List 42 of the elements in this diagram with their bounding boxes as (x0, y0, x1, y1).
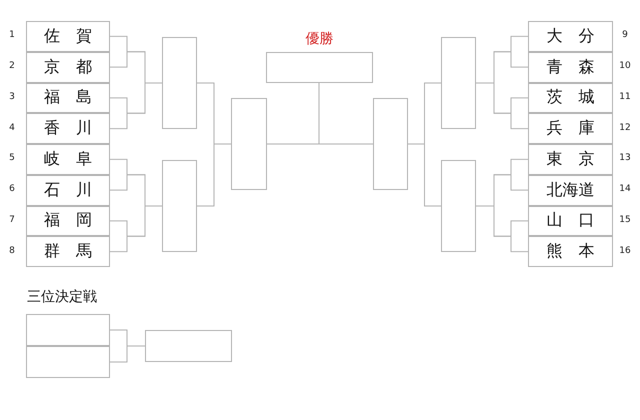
seed-number: 15 (618, 214, 632, 225)
team-box: 福岡 (26, 206, 110, 236)
seed-number: 8 (8, 246, 16, 256)
bracket-line (196, 144, 232, 206)
team-box: 石川 (26, 174, 110, 206)
seed-number: 10 (618, 61, 632, 72)
team-box: 福島 (26, 82, 110, 114)
seed-number: 6 (8, 184, 16, 194)
bracket-line (476, 82, 528, 130)
team-box: 東京 (528, 144, 613, 175)
bracket-line (408, 144, 442, 206)
bracket-line (476, 206, 528, 252)
team-box: 岐阜 (26, 144, 110, 175)
section-heading: 三位決定戦 (27, 288, 97, 306)
seed-number: 7 (8, 214, 16, 225)
team-box: 熊本 (528, 236, 613, 267)
seed-number: 16 (618, 246, 632, 256)
bracket-line (110, 206, 162, 252)
seed-number: 2 (8, 61, 16, 72)
team-box: 北海道 (528, 174, 613, 206)
team-box: 大分 (528, 21, 613, 52)
team-box: 兵庫 (528, 113, 613, 144)
seed-number: 4 (8, 122, 16, 133)
bracket-line (110, 346, 146, 362)
bracket-line (110, 82, 162, 130)
team-box: 香川 (26, 113, 110, 144)
seed-number: 13 (618, 153, 632, 164)
seed-number: 1 (8, 30, 16, 40)
team-box: 茨城 (528, 82, 613, 114)
bracket-line (318, 82, 374, 144)
seed-number: 14 (618, 184, 632, 194)
seed-number: 11 (618, 92, 632, 102)
seed-number: 5 (8, 153, 16, 164)
team-box: 群馬 (26, 236, 110, 267)
seed-number: 12 (618, 122, 632, 133)
team-box: 山口 (528, 206, 613, 236)
seed-number: 9 (621, 30, 629, 40)
team-box: 京都 (26, 52, 110, 82)
seed-number: 3 (8, 92, 16, 102)
champion-heading: 優勝 (304, 30, 334, 48)
team-box: 佐賀 (26, 21, 110, 52)
team-box: 青森 (528, 52, 613, 82)
